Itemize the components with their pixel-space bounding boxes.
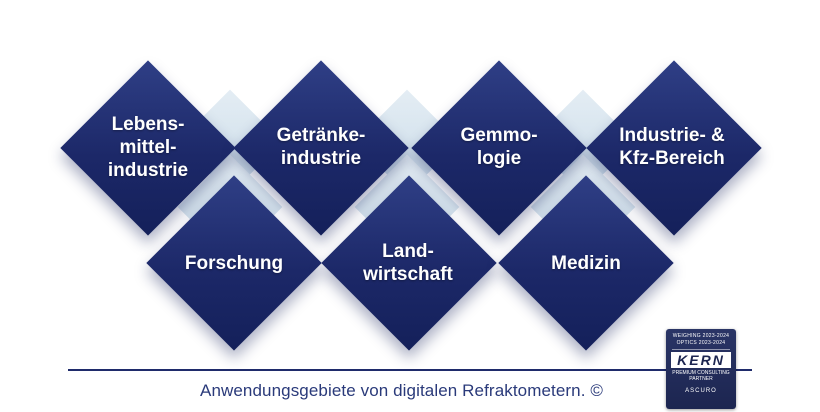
- badge-company-name: ASCURO: [685, 388, 717, 394]
- badge-premium-line: PREMIUM CONSULTING: [672, 370, 730, 376]
- label-getraenkeindustrie: Getränke- industrie: [276, 125, 366, 169]
- badge-partner-line: PARTNER: [689, 376, 713, 382]
- label-industrie-kfz: Industrie- & Kfz-Bereich: [619, 125, 725, 169]
- kern-logo: KERN: [671, 352, 731, 368]
- kern-partner-badge: WEIGHING 2023-2024 OPTICS 2023-2024 KERN…: [666, 329, 736, 409]
- label-medizin: Medizin: [551, 253, 621, 274]
- label-landwirtschaft: Land- wirtschaft: [363, 241, 453, 285]
- badge-separator: [672, 349, 730, 350]
- label-forschung: Forschung: [184, 253, 284, 274]
- caption: Anwendungsgebiete von digitalen Refrakto…: [200, 381, 604, 400]
- badge-optics-line: OPTICS 2023-2024: [676, 340, 726, 346]
- badge-weighing-line: WEIGHING 2023-2024: [672, 333, 730, 339]
- label-lebensmittelindustrie: Lebens- mittel- industrie: [107, 114, 189, 181]
- label-gemmologie: Gemmo- logie: [460, 125, 538, 169]
- divider-line: [68, 369, 752, 371]
